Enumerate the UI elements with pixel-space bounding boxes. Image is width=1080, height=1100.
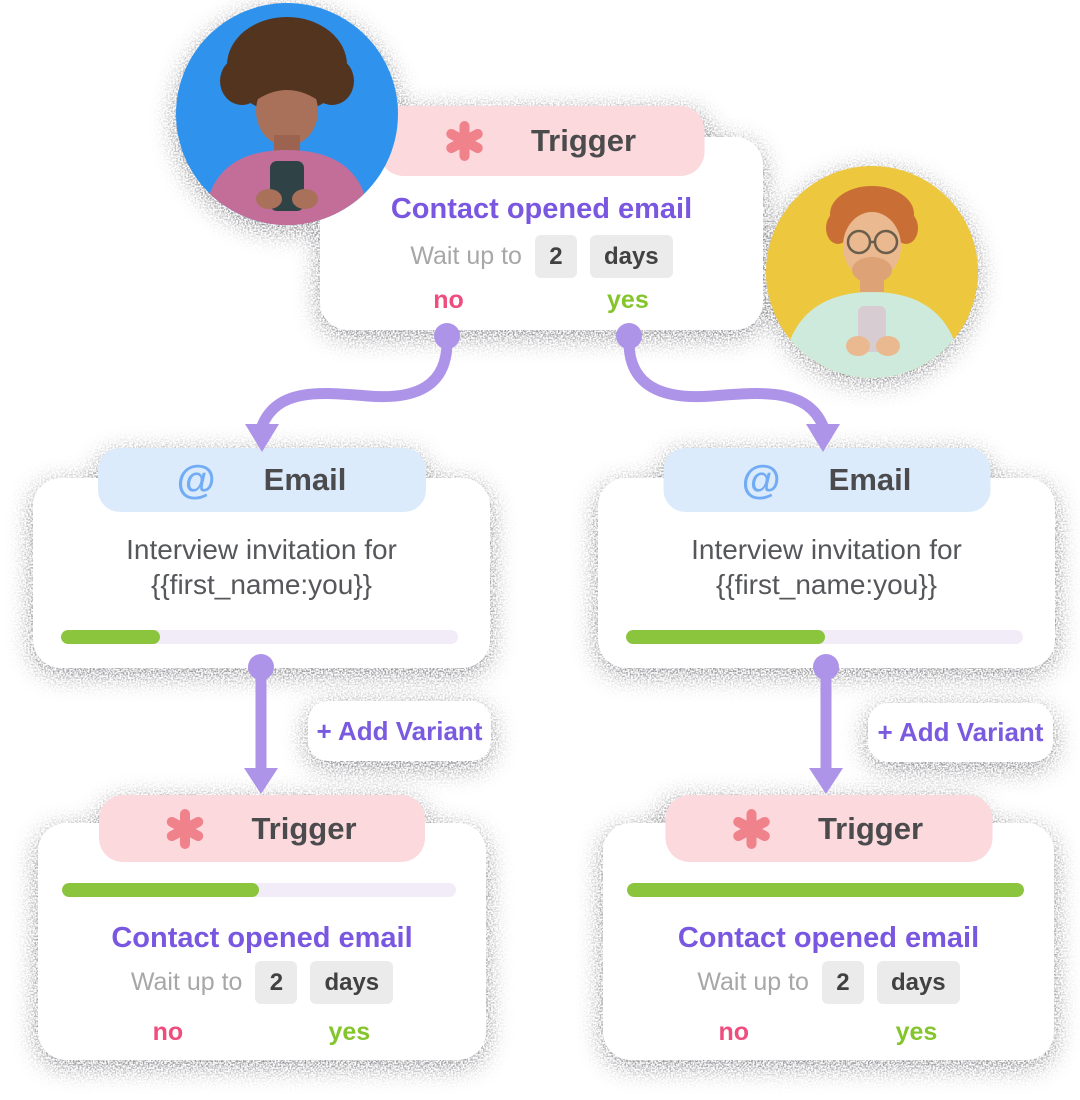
email-header[interactable]: @ Email xyxy=(663,448,990,512)
wait-label: Wait up to xyxy=(697,968,809,996)
email-progress-fill xyxy=(61,630,161,644)
email-subject-line1: Interview invitation for xyxy=(126,534,397,565)
trigger-header-label: Trigger xyxy=(530,123,637,158)
trigger-progress-fill xyxy=(62,883,259,897)
trigger-header-label: Trigger xyxy=(251,810,357,846)
trigger-progress-bar xyxy=(62,883,456,897)
email-header-label: Email xyxy=(263,462,347,497)
email-progress-fill xyxy=(626,630,825,644)
branch-row: no yes xyxy=(38,1018,486,1050)
trigger-header-label: Trigger xyxy=(817,810,924,846)
photo-woman xyxy=(176,3,398,225)
arrowhead-bottom-left xyxy=(244,768,278,794)
branch-row: no yes xyxy=(320,286,763,318)
branch-no-label[interactable]: no xyxy=(433,286,464,314)
email-subject[interactable]: Interview invitation for {{first_name:yo… xyxy=(33,532,490,602)
trigger-node-bottom-left[interactable]: Trigger Contact opened email Wait up to … xyxy=(38,795,486,1060)
wait-unit-box[interactable]: days xyxy=(876,961,960,1004)
asterisk-icon xyxy=(165,808,206,849)
wait-row: Wait up to 2 days xyxy=(320,235,763,278)
asterisk-icon xyxy=(444,121,485,161)
wait-row: Wait up to 2 days xyxy=(603,961,1054,1004)
arrowhead-bottom-right xyxy=(809,768,843,794)
branch-row: no yes xyxy=(603,1018,1054,1050)
email-subject-line1: Interview invitation for xyxy=(691,534,962,565)
branch-no-label[interactable]: no xyxy=(152,1018,184,1046)
trigger-header[interactable]: Trigger xyxy=(99,795,425,862)
wait-unit-box[interactable]: days xyxy=(310,961,394,1004)
branch-yes-label[interactable]: yes xyxy=(607,286,649,314)
email-node-left[interactable]: @ Email Interview invitation for {{first… xyxy=(33,448,490,668)
wait-value-box[interactable]: 2 xyxy=(534,235,577,278)
arrow-no-to-email-left xyxy=(256,336,453,432)
email-node-right[interactable]: @ Email Interview invitation for {{first… xyxy=(598,448,1055,668)
wait-value-box[interactable]: 2 xyxy=(821,961,864,1004)
trigger-header[interactable]: Trigger xyxy=(379,106,704,176)
at-icon: @ xyxy=(741,458,781,502)
wait-row: Wait up to 2 days xyxy=(38,961,486,1004)
branch-yes-label[interactable]: yes xyxy=(895,1018,938,1046)
email-progress-bar xyxy=(61,630,458,644)
wait-unit-box[interactable]: days xyxy=(589,235,673,278)
trigger-progress-fill xyxy=(627,883,1024,897)
add-variant-button-right[interactable]: + Add Variant xyxy=(868,703,1053,762)
email-subject-line2: {{first_name:you}} xyxy=(715,569,938,600)
photo-man xyxy=(766,166,978,378)
email-progress-bar xyxy=(626,630,1023,644)
trigger-event-text[interactable]: Contact opened email xyxy=(677,922,980,954)
trigger-header[interactable]: Trigger xyxy=(665,795,992,862)
trigger-node-bottom-right[interactable]: Trigger Contact opened email Wait up to … xyxy=(603,795,1054,1060)
email-subject-line2: {{first_name:you}} xyxy=(150,569,373,600)
wait-value-box[interactable]: 2 xyxy=(255,961,298,1004)
email-header[interactable]: @ Email xyxy=(97,448,426,512)
wait-label: Wait up to xyxy=(130,968,243,996)
add-variant-button-left[interactable]: + Add Variant xyxy=(308,701,491,761)
email-header-label: Email xyxy=(828,462,912,497)
email-subject[interactable]: Interview invitation for {{first_name:yo… xyxy=(598,532,1055,602)
branch-yes-label[interactable]: yes xyxy=(328,1018,371,1046)
asterisk-icon xyxy=(731,808,772,849)
at-icon: @ xyxy=(176,458,216,502)
trigger-progress-bar xyxy=(627,883,1024,897)
trigger-event-text[interactable]: Contact opened email xyxy=(111,922,413,954)
wait-label: Wait up to xyxy=(410,242,522,270)
branch-no-label[interactable]: no xyxy=(718,1018,750,1046)
